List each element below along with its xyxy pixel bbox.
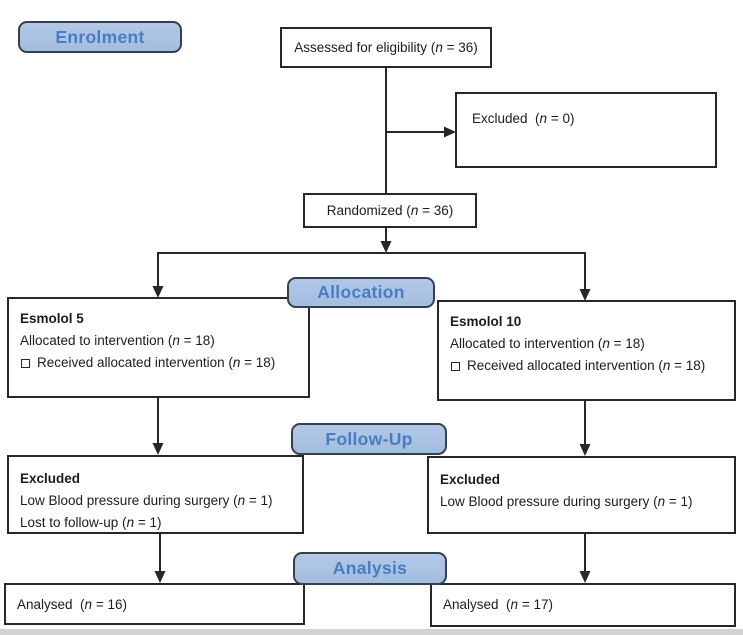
box-randomized: Randomized (n = 36) [303, 193, 477, 228]
box-assessed-for-eligibility: Assessed for eligibility (n = 36) [280, 27, 492, 68]
figure-bottom-edge [0, 629, 743, 635]
analysis-right-text: Analysed (n = 17) [443, 597, 553, 612]
randomized-text: Randomized (n = 36) [326, 202, 454, 218]
followup-right-title: Excluded [440, 472, 501, 487]
arrowhead-analysis-right [579, 571, 591, 583]
stage-badge-follow-up: Follow-Up [291, 423, 447, 455]
box-analysis-left: Analysed (n = 16) [4, 583, 305, 625]
stage-badge-allocation: Allocation [287, 277, 435, 308]
followup-right-line1: Low Blood pressure during surgery (n = 1… [440, 494, 693, 509]
stage-badge-enrolment: Enrolment [18, 21, 182, 53]
followup-left-line1: Low Blood pressure during surgery (n = 1… [20, 493, 273, 508]
box-excluded-enrolment: Excluded (n = 0) [455, 92, 717, 168]
stage-label-analysis: Analysis [332, 558, 408, 578]
followup-left-line2: Lost to follow-up (n = 1) [20, 515, 162, 530]
arrowhead-followup-right [579, 444, 591, 456]
allocation-right-title: Esmolol 10 [450, 314, 522, 329]
followup-left-title: Excluded [20, 471, 81, 486]
box-allocation-esmolol-5: Esmolol 5 Allocated to intervention (n =… [7, 297, 310, 398]
assessed-text: Assessed for eligibility (n = 36) [294, 39, 478, 55]
allocation-right-line1: Allocated to intervention (n = 18) [450, 336, 645, 351]
analysis-left-text: Analysed (n = 16) [17, 597, 127, 612]
stage-label-allocation: Allocation [317, 282, 405, 302]
checkbox-icon [451, 361, 460, 371]
allocation-right-line2-row: Received allocated intervention (n = 18) [450, 355, 723, 377]
excluded-enrolment-text: Excluded (n = 0) [472, 111, 575, 126]
allocation-left-line2-row: Received allocated intervention (n = 18) [20, 352, 297, 374]
arrowhead-split [380, 241, 392, 253]
stage-label-follow-up: Follow-Up [325, 428, 413, 449]
box-followup-right-excluded: Excluded Low Blood pressure during surge… [427, 456, 736, 534]
allocation-right-line2: Received allocated intervention (n = 18) [467, 358, 706, 373]
box-analysis-right: Analysed (n = 17) [430, 583, 736, 627]
allocation-left-line1: Allocated to intervention (n = 18) [20, 333, 215, 348]
arrowhead-analysis-left [154, 571, 166, 583]
stage-label-enrolment: Enrolment [55, 26, 145, 47]
checkbox-icon [21, 358, 30, 368]
box-allocation-esmolol-10: Esmolol 10 Allocated to intervention (n … [437, 300, 736, 401]
arrowhead-followup-left [152, 443, 164, 455]
allocation-left-title: Esmolol 5 [20, 311, 84, 326]
box-followup-left-excluded: Excluded Low Blood pressure during surge… [7, 455, 304, 534]
allocation-left-line2: Received allocated intervention (n = 18) [37, 355, 276, 370]
stage-badge-analysis: Analysis [293, 552, 447, 585]
